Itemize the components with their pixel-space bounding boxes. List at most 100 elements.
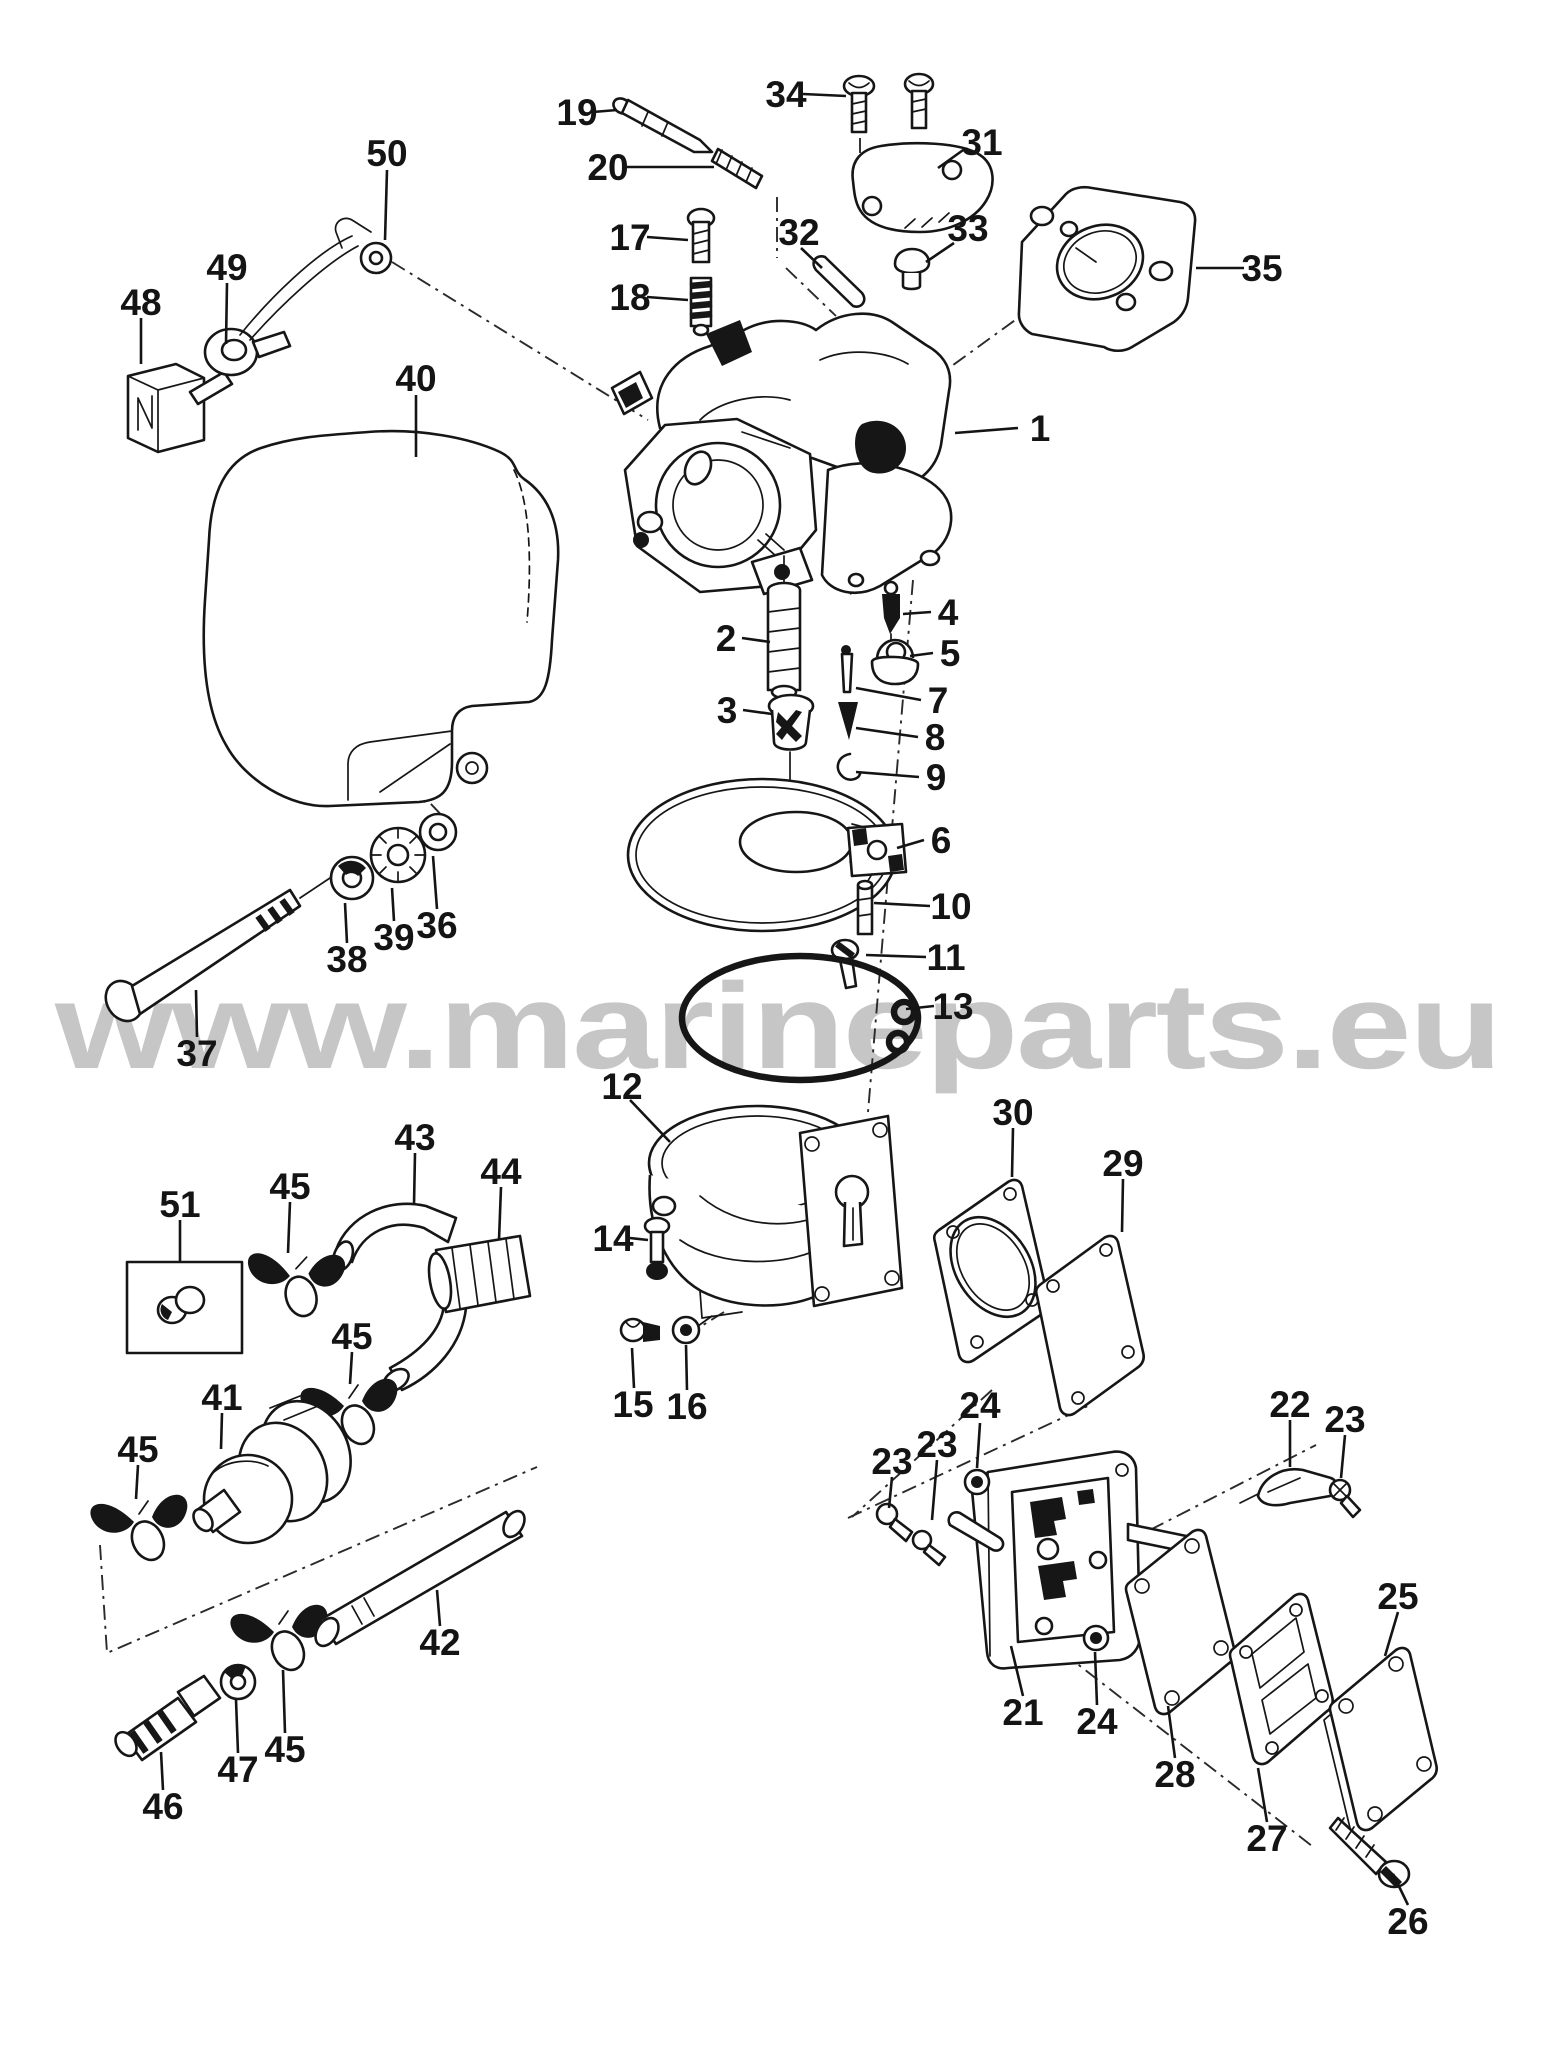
diagram-artwork [89, 72, 1439, 1889]
part-20-spring [710, 147, 764, 190]
part-label-47: 47 [217, 1749, 258, 1790]
part-label-21: 21 [1002, 1692, 1043, 1733]
part-23-screw-3 [1328, 1478, 1362, 1519]
part-label-33: 33 [947, 208, 988, 249]
part-label-17: 17 [609, 217, 650, 258]
part-label-29: 29 [1102, 1143, 1143, 1184]
leader-line-24-2 [1093, 1651, 1099, 1706]
part-4-needle-valve [882, 580, 900, 643]
leader-line-8 [855, 726, 919, 739]
part-label-5: 5 [940, 633, 961, 674]
part-label-23-2: 23 [916, 1424, 957, 1465]
part-label-42: 42 [419, 1622, 460, 1663]
part-label-13: 13 [932, 986, 973, 1027]
part-8-clip [838, 702, 858, 740]
part-label-24-1: 24 [959, 1385, 1001, 1426]
part-50-cable-clamp [239, 217, 393, 341]
part-label-14: 14 [592, 1218, 634, 1259]
leader-line-50 [383, 169, 389, 241]
leader-line-43 [412, 1152, 417, 1206]
part-label-38: 38 [326, 939, 367, 980]
part-49-grommet [203, 327, 292, 377]
leader-line-12 [629, 1099, 671, 1143]
leader-line-16 [684, 1344, 689, 1391]
part-24-nut-2 [1082, 1624, 1110, 1652]
part-label-18: 18 [609, 277, 650, 318]
part-33-plug [893, 247, 931, 291]
part-label-23-3: 23 [1324, 1399, 1365, 1440]
part-25-cover [1323, 1646, 1439, 1832]
part-label-27: 27 [1246, 1818, 1287, 1859]
watermark-text: www.marineparts.eu [54, 958, 1500, 1094]
part-label-46: 46 [142, 1786, 183, 1827]
part-44-coupler [427, 1234, 532, 1314]
leader-line-14 [629, 1236, 649, 1242]
leader-line-45-4 [281, 1669, 287, 1734]
leader-line-45-1 [286, 1201, 292, 1254]
part-label-30: 30 [992, 1092, 1033, 1133]
part-13-bowl-gasket [678, 952, 922, 1084]
leader-line-15 [630, 1347, 636, 1389]
part-label-3: 3 [717, 690, 738, 731]
part-42-fuel-pipe [314, 1509, 526, 1648]
leader-line-25 [1383, 1611, 1400, 1657]
part-label-39: 39 [373, 917, 414, 958]
part-label-31: 31 [961, 122, 1002, 163]
part-label-28: 28 [1154, 1754, 1195, 1795]
part-label-12: 12 [601, 1066, 642, 1107]
leader-line-2 [741, 636, 771, 644]
part-31-cover-plate [851, 141, 994, 234]
leader-line-26 [1391, 1873, 1410, 1906]
part-label-44: 44 [480, 1151, 522, 1192]
leader-line-45-2 [348, 1351, 354, 1385]
part-label-41: 41 [201, 1377, 242, 1418]
part-45-clamp-4 [229, 1603, 329, 1677]
part-47-nut [219, 1663, 257, 1701]
leader-line-19 [592, 108, 618, 114]
leader-line-6 [896, 838, 925, 850]
leader-line-29 [1120, 1178, 1125, 1233]
leader-line-10 [873, 901, 931, 908]
part-label-51: 51 [159, 1184, 200, 1225]
part-24-nut-1 [963, 1468, 991, 1496]
part-label-4: 4 [938, 592, 959, 633]
leader-line-39 [390, 887, 396, 922]
part-9-c-ring [836, 752, 862, 781]
part-6-float-hinge [846, 822, 908, 878]
part-label-10: 10 [930, 886, 971, 927]
knob-marking [137, 395, 153, 431]
leader-line-1 [954, 426, 1019, 435]
leader-line-9 [855, 770, 920, 779]
leader-line-27 [1256, 1767, 1269, 1823]
leader-line-47 [234, 1699, 240, 1754]
part-23-screw-2 [911, 1529, 947, 1567]
part-label-16: 16 [666, 1386, 707, 1427]
part-38-washer [329, 855, 375, 901]
part-label-45-4: 45 [264, 1729, 305, 1770]
leader-line-23-1 [887, 1476, 894, 1509]
part-12-float-bowl [647, 1104, 904, 1319]
part-30-diaphragm [932, 1178, 1051, 1364]
part-28-plate [1124, 1528, 1237, 1716]
leader-line-36 [431, 855, 439, 910]
part-48-choke-knob [126, 362, 234, 454]
leader-line-11 [865, 953, 927, 959]
leader-line-4 [902, 610, 932, 616]
part-label-24-2: 24 [1076, 1701, 1118, 1742]
leader-line-42 [435, 1589, 442, 1627]
leader-line-49 [224, 282, 229, 345]
part-17-screw [686, 207, 716, 264]
part-label-37: 37 [176, 1033, 217, 1074]
part-label-48: 48 [120, 282, 161, 323]
leader-line-24-1 [975, 1422, 982, 1469]
part-label-50: 50 [366, 133, 407, 174]
part-label-19: 19 [556, 92, 597, 133]
part-27-gasket [1228, 1592, 1335, 1766]
part-10-hinge-pin [856, 873, 874, 936]
part-label-34: 34 [765, 74, 807, 115]
part-label-23-1: 23 [871, 1441, 912, 1482]
part-29-pump-plate [1034, 1234, 1146, 1417]
leader-line-21 [1009, 1645, 1025, 1697]
part-label-9: 9 [926, 757, 947, 798]
